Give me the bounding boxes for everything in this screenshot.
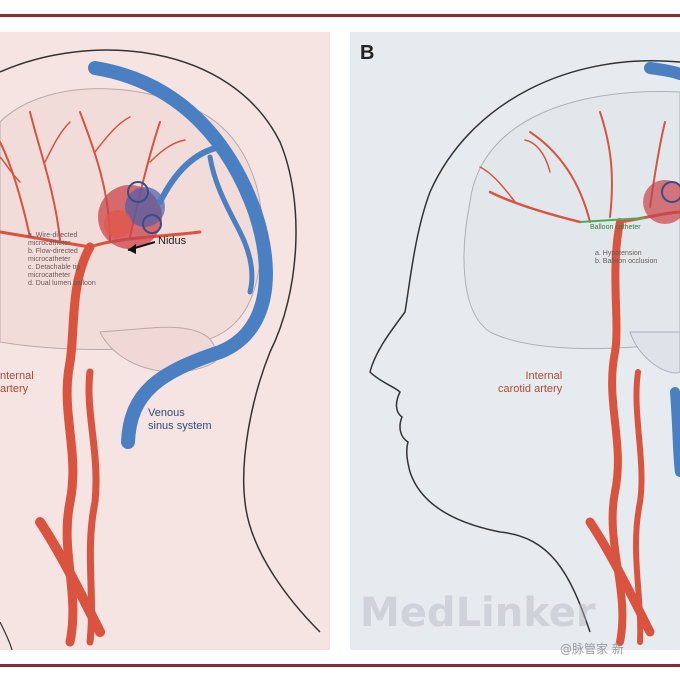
arterial-tree-b	[479, 111, 680, 646]
jaw-outline	[0, 621, 13, 650]
panel-b-letter: B	[360, 42, 375, 64]
balloon-catheter-label: Balloon catheter	[590, 224, 641, 231]
bottom-border	[0, 664, 680, 667]
head-outline	[0, 49, 321, 633]
nidus-mass-b	[643, 180, 680, 224]
cerebellum-b	[629, 331, 680, 374]
internal-carotid-label: Internal carotid artery	[498, 370, 563, 395]
panel-a-illustration	[0, 49, 321, 650]
balloon-options-list: a. Hypotension b. Balloon occlusion	[595, 250, 658, 266]
technique-list: a. Wire-directed microcatheter b. Flow-d…	[28, 232, 96, 288]
venous-system-b	[644, 62, 680, 477]
nidus-mass	[98, 181, 165, 249]
internal-artery-label: nternal artery	[0, 370, 34, 395]
top-border	[0, 14, 680, 17]
face-profile	[369, 60, 680, 633]
venous-system	[88, 61, 273, 449]
panel-b-illustration	[369, 60, 680, 646]
watermark-medlinker: MedLinker	[360, 590, 596, 636]
watermark-sub: @脉管家 新	[560, 642, 624, 656]
nidus-label: Nidus	[158, 235, 187, 247]
balloon-catheter-line	[579, 217, 646, 223]
panel-a: a. Wire-directed microcatheter b. Flow-d…	[0, 32, 330, 650]
venous-label: Venous sinus system	[148, 407, 212, 432]
panel-b: B Balloon catheter a. Hypotension b. Bal…	[350, 32, 680, 650]
